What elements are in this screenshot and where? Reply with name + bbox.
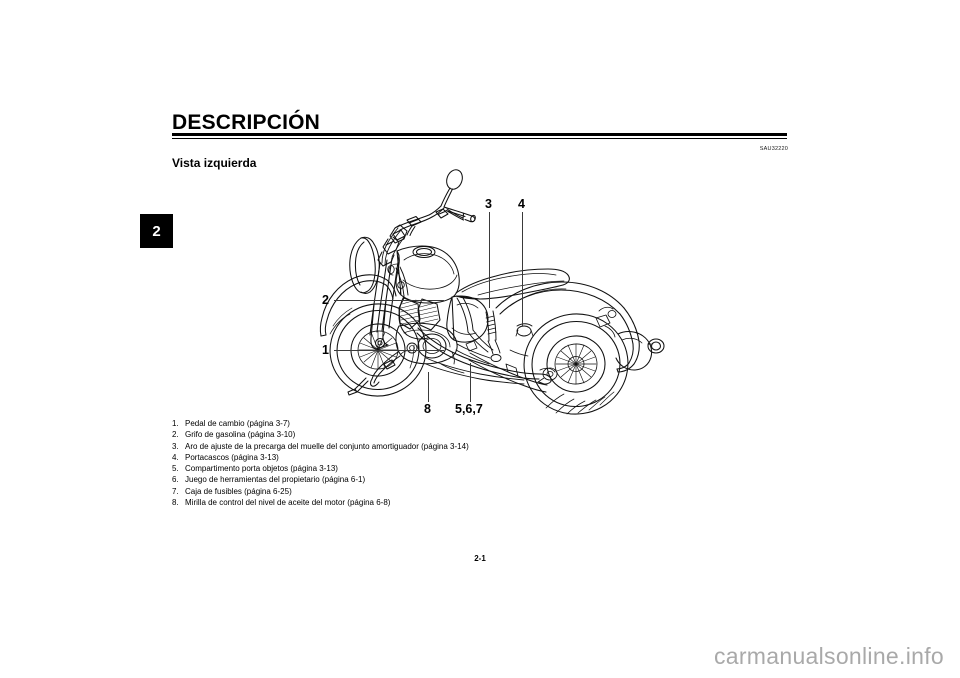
callout-label-2: 2 (322, 293, 329, 307)
legend-item: 8. Mirilla de control del nivel de aceit… (172, 497, 502, 508)
title-rule-thick (172, 133, 787, 136)
legend-item-text: Compartimento porta objetos (página 3-13… (185, 464, 338, 474)
leader-line-2 (334, 299, 444, 301)
title-rule-thin (172, 138, 787, 139)
legend-item-text: Mirilla de control del nivel de aceite d… (185, 498, 391, 508)
legend-item-number: 6. (172, 475, 179, 485)
legend-item-number: 8. (172, 498, 179, 508)
motorcycle-illustration (300, 168, 700, 423)
legend-item-number: 2. (172, 430, 179, 440)
legend-item: 1. Pedal de cambio (página 3-7) (172, 418, 502, 429)
legend-item: 5. Compartimento porta objetos (página 3… (172, 463, 502, 474)
legend-item: 3. Aro de ajuste de la precarga del muel… (172, 441, 502, 452)
legend-item-number: 4. (172, 452, 179, 462)
legend-item-number: 1. (172, 419, 179, 428)
callout-label-3: 3 (485, 197, 492, 211)
callout-label-5-6-7: 5,6,7 (455, 402, 483, 416)
legend-item: 6. Juego de herramientas del propietario… (172, 474, 502, 485)
legend-item-number: 5. (172, 464, 179, 474)
callout-label-4: 4 (518, 197, 525, 211)
document-code: SAU32220 (759, 146, 788, 152)
legend-item-number: 7. (172, 486, 179, 496)
legend-item-text: Pedal de cambio (página 3-7) (185, 419, 290, 428)
legend-item-text: Grifo de gasolina (página 3-10) (185, 430, 296, 440)
page-number: 2-1 (474, 554, 486, 563)
legend-item: 4. Portacascos (página 3-13) (172, 452, 502, 463)
legend-item: 2. Grifo de gasolina (página 3-10) (172, 429, 502, 440)
callout-label-8: 8 (424, 402, 431, 416)
legend-list: 1. Pedal de cambio (página 3-7) 2. Grifo… (172, 418, 502, 508)
leader-line-3 (489, 212, 491, 308)
page-title: DESCRIPCIÓN (172, 111, 321, 134)
legend-item-text: Juego de herramientas del propietario (p… (185, 475, 366, 485)
leader-line-5-6-7 (470, 363, 472, 402)
section-title: Vista izquierda (172, 156, 257, 170)
legend-item: 7. Caja de fusibles (página 6-25) (172, 486, 502, 497)
legend-item-text: Portacascos (página 3-13) (185, 452, 279, 462)
legend-item-text: Caja de fusibles (página 6-25) (185, 486, 292, 496)
leader-line-1 (334, 349, 444, 351)
legend-item-text: Aro de ajuste de la precarga del muelle … (185, 441, 469, 451)
leader-line-8 (428, 372, 430, 402)
legend-item-number: 3. (172, 441, 179, 451)
callout-label-1: 1 (322, 343, 329, 357)
chapter-tab: 2 (140, 214, 173, 248)
leader-line-4 (522, 212, 524, 326)
site-watermark: carmanualsonline.info (713, 643, 944, 669)
